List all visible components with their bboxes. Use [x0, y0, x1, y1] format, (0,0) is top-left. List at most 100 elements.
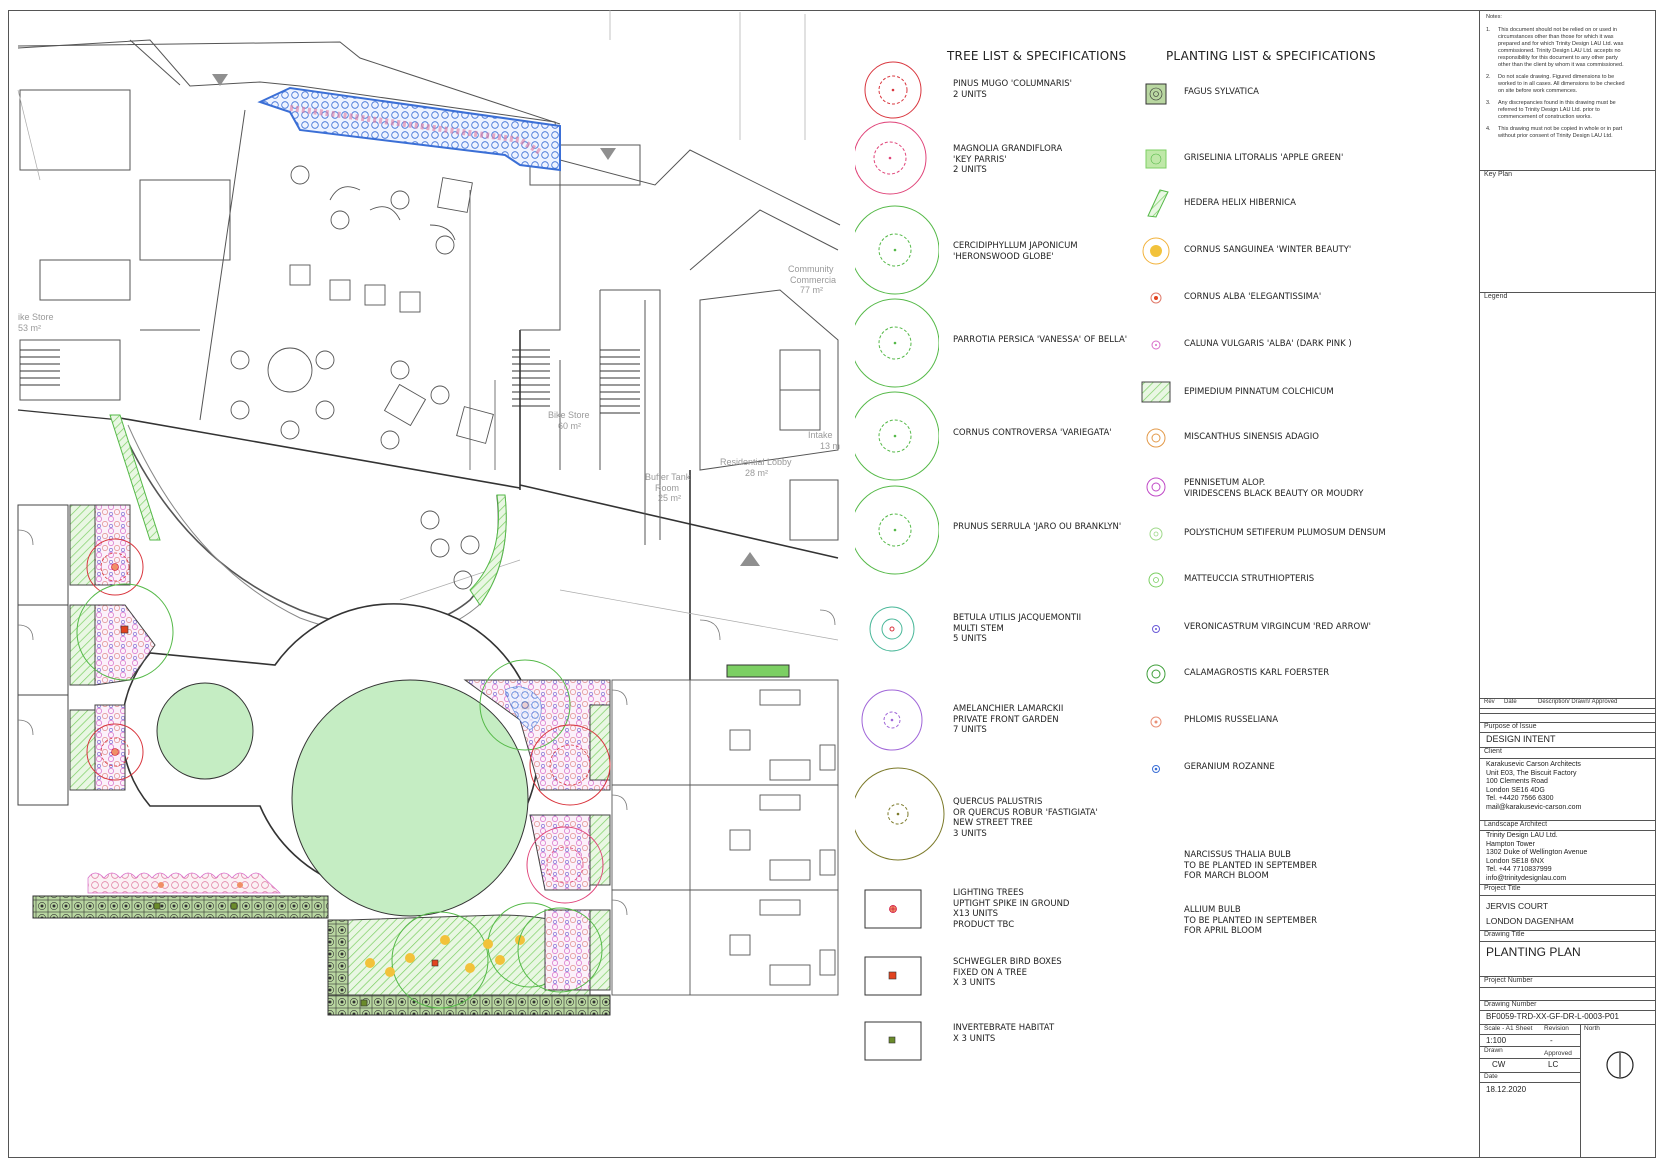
- tree-label: AMELANCHIER LAMARCKII PRIVATE FRONT GARD…: [953, 704, 1064, 735]
- room-area: 53 m²: [18, 323, 41, 333]
- north-caption: North: [1584, 1025, 1600, 1032]
- plaza: [119, 424, 507, 637]
- tree-label: MAGNOLIA GRANDIFLORA 'KEY PARRIS' 2 UNIT…: [953, 144, 1063, 175]
- notes-heading: Notes:: [1486, 14, 1502, 20]
- bird-box-icon: [864, 956, 922, 996]
- note-text: This drawing must not be copied in whole…: [1498, 126, 1623, 139]
- hedge-swatch-icon: [1145, 83, 1167, 105]
- green-swatch-icon: [1145, 149, 1167, 169]
- scale-value: 1:100: [1486, 1036, 1507, 1045]
- approved-value: LC: [1548, 1060, 1559, 1069]
- purpose-value: DESIGN INTENT: [1486, 734, 1556, 744]
- tree-label: QUERCUS PALUSTRIS OR QUERCUS ROBUR 'FAST…: [953, 797, 1098, 839]
- planting-list: PLANTING LIST & SPECIFICATIONS FAGUS SYL…: [1138, 0, 1386, 1160]
- revision-caption: Revision: [1544, 1025, 1569, 1032]
- site-plan: ike Store 53 m² Bike Store 60 m² Communi…: [17, 10, 841, 1016]
- ivy-swatch-icon: [1147, 189, 1169, 218]
- tree-label: LIGHTING TREES UPTIGHT SPIKE IN GROUND x…: [953, 888, 1070, 930]
- planting-label: CALUNA VULGARIS 'ALBA' (DARK PINK ): [1184, 339, 1352, 349]
- project-number-caption: Project Number: [1484, 977, 1533, 984]
- tree-label: PINUS MUGO 'COLUMNARIS' 2 UNITS: [953, 79, 1072, 100]
- legend-caption: Legend: [1484, 293, 1508, 300]
- room-area: 28 m²: [745, 468, 768, 478]
- left-edge-planting: [109, 414, 161, 541]
- date-caption: Date: [1504, 699, 1517, 705]
- drawing-title-caption: Drawing Title: [1484, 931, 1525, 938]
- title-block: Notes: 1.This document should not be rel…: [1479, 10, 1656, 1158]
- plaza-edge-planting: [469, 494, 507, 606]
- planting-label: MISCANTHUS SINENSIS ADAGIO: [1184, 432, 1319, 442]
- yellow-shrub-icon: [1142, 237, 1170, 265]
- revision-value: -: [1550, 1036, 1553, 1045]
- green-grass-icon: [1146, 664, 1166, 684]
- date-caption: Date: [1484, 1073, 1498, 1080]
- tree-list-title: TREE LIST & SPECIFICATIONS: [947, 49, 1127, 63]
- room-label: Room: [655, 483, 679, 493]
- tree-label: PARROTIA PERSICA 'VANESSA' OF BELLA': [953, 335, 1128, 345]
- drawing-sheet-border: [8, 10, 1656, 1158]
- project-title-2: LONDON DAGENHAM: [1486, 916, 1574, 926]
- plan-room-labels: ike Store 53 m² Bike Store 60 m² Communi…: [18, 264, 840, 503]
- note-item: 3.Any discrepancies found in this drawin…: [1486, 100, 1636, 121]
- tree-label: PRUNUS SERRULA 'JARO OU BRANKLYN': [953, 522, 1122, 532]
- note-item: 2.Do not scale drawing. Figured dimensio…: [1486, 74, 1636, 95]
- planting-label: CORNUS ALBA 'ELEGANTISSIMA': [1184, 292, 1322, 302]
- planting-label: GRISELINIA LITORALIS 'APPLE GREEN': [1184, 153, 1344, 163]
- drawing-number-caption: Drawing Number: [1484, 1001, 1537, 1008]
- green-tree-icon: [855, 391, 939, 481]
- plan-arrows: [212, 74, 760, 566]
- note-item: 1.This document should not be relied on …: [1486, 27, 1636, 69]
- note-item: 4. This drawing must not be copied in who…: [1486, 126, 1636, 140]
- planting-label: FAGUS SYLVATICA: [1184, 87, 1259, 97]
- planting-label: CALAMAGROSTIS KARL FOERSTER: [1184, 668, 1330, 678]
- la-value: Trinity Design LAU Ltd. Hampton Tower 13…: [1486, 832, 1588, 882]
- project-title-caption: Project Title: [1484, 885, 1521, 892]
- la-caption: Landscape Architect: [1484, 821, 1548, 828]
- client-caption: Client: [1484, 748, 1502, 755]
- planting-label: PENNISETUM ALOP. VIRIDESCENS BLACK BEAUT…: [1184, 478, 1364, 499]
- right-front-gardens: [463, 659, 790, 993]
- tree-label: BETULA UTILIS JACQUEMONTII MULTI STEM 5 …: [953, 613, 1082, 644]
- room-label: Community: [788, 264, 834, 274]
- note-text: Any discrepancies found in this drawing …: [1498, 100, 1616, 120]
- green-tree-icon: [855, 485, 939, 575]
- planting-label: PHLOMIS RUSSELIANA: [1184, 715, 1279, 725]
- left-front-gardens: [17, 504, 174, 806]
- date-value: 18.12.2020: [1486, 1085, 1527, 1094]
- planting-label: EPIMEDIUM PINNATUM COLCHICUM: [1184, 387, 1334, 397]
- tree-label: CERCIDIPHYLLUM JAPONICUM 'HERONSWOOD GLO…: [953, 241, 1078, 262]
- green-tree-icon: [855, 298, 939, 388]
- pink-tree-icon: [855, 121, 927, 195]
- hatch-swatch-icon: [1141, 381, 1171, 403]
- scale-caption: Scale - A1 Sheet: [1484, 1025, 1533, 1032]
- note-number: 1.: [1486, 27, 1491, 33]
- room-area: 13 m: [820, 441, 840, 451]
- room-label: Residential Lobby: [720, 457, 792, 467]
- tree-label: INVERTEBRATE HABITAT x 3 UNITS: [953, 1023, 1055, 1044]
- planting-label: ALLIUM BULB TO BE PLANTED IN SEPTEMBER F…: [1184, 905, 1317, 936]
- light-fern-icon: [1149, 527, 1163, 541]
- planting-label: CORNUS SANGUINEA 'WINTER BEAUTY': [1184, 245, 1352, 255]
- teal-tree-icon: [869, 606, 915, 652]
- tree-label: CORNUS CONTROVERSA 'VARIEGATA': [953, 428, 1112, 438]
- building-outline: [17, 39, 841, 680]
- note-text: Do not scale drawing. Figured dimensions…: [1498, 74, 1625, 94]
- cafe-tables: [230, 165, 494, 590]
- invertebrate-habitat-icon: [864, 1021, 922, 1061]
- pink-shrub-icon: [1151, 340, 1161, 350]
- room-label: Bike Store: [548, 410, 590, 420]
- salmon-perennial-icon: [1150, 716, 1162, 728]
- green-tree-icon: [855, 205, 939, 295]
- purpose-caption: Purpose of Issue: [1484, 723, 1537, 730]
- purple-grass-icon: [1146, 477, 1166, 497]
- note-number: 4.: [1486, 126, 1491, 132]
- approved-caption: Approved: [1544, 1050, 1572, 1057]
- drawing-number: BF0059-TRD-XX-GF-DR-L-0003-P01: [1486, 1012, 1619, 1021]
- planting-list-title: PLANTING LIST & SPECIFICATIONS: [1166, 49, 1376, 63]
- room-label: Buffer Tank: [645, 472, 691, 482]
- room-area: 60 m²: [558, 421, 581, 431]
- client-value: Karakusevic Carson Architects Unit E03, …: [1486, 761, 1582, 811]
- drawing-title: PLANTING PLAN: [1486, 945, 1581, 959]
- bike-racks: [20, 349, 640, 414]
- north-arrow-icon: [1606, 1051, 1634, 1079]
